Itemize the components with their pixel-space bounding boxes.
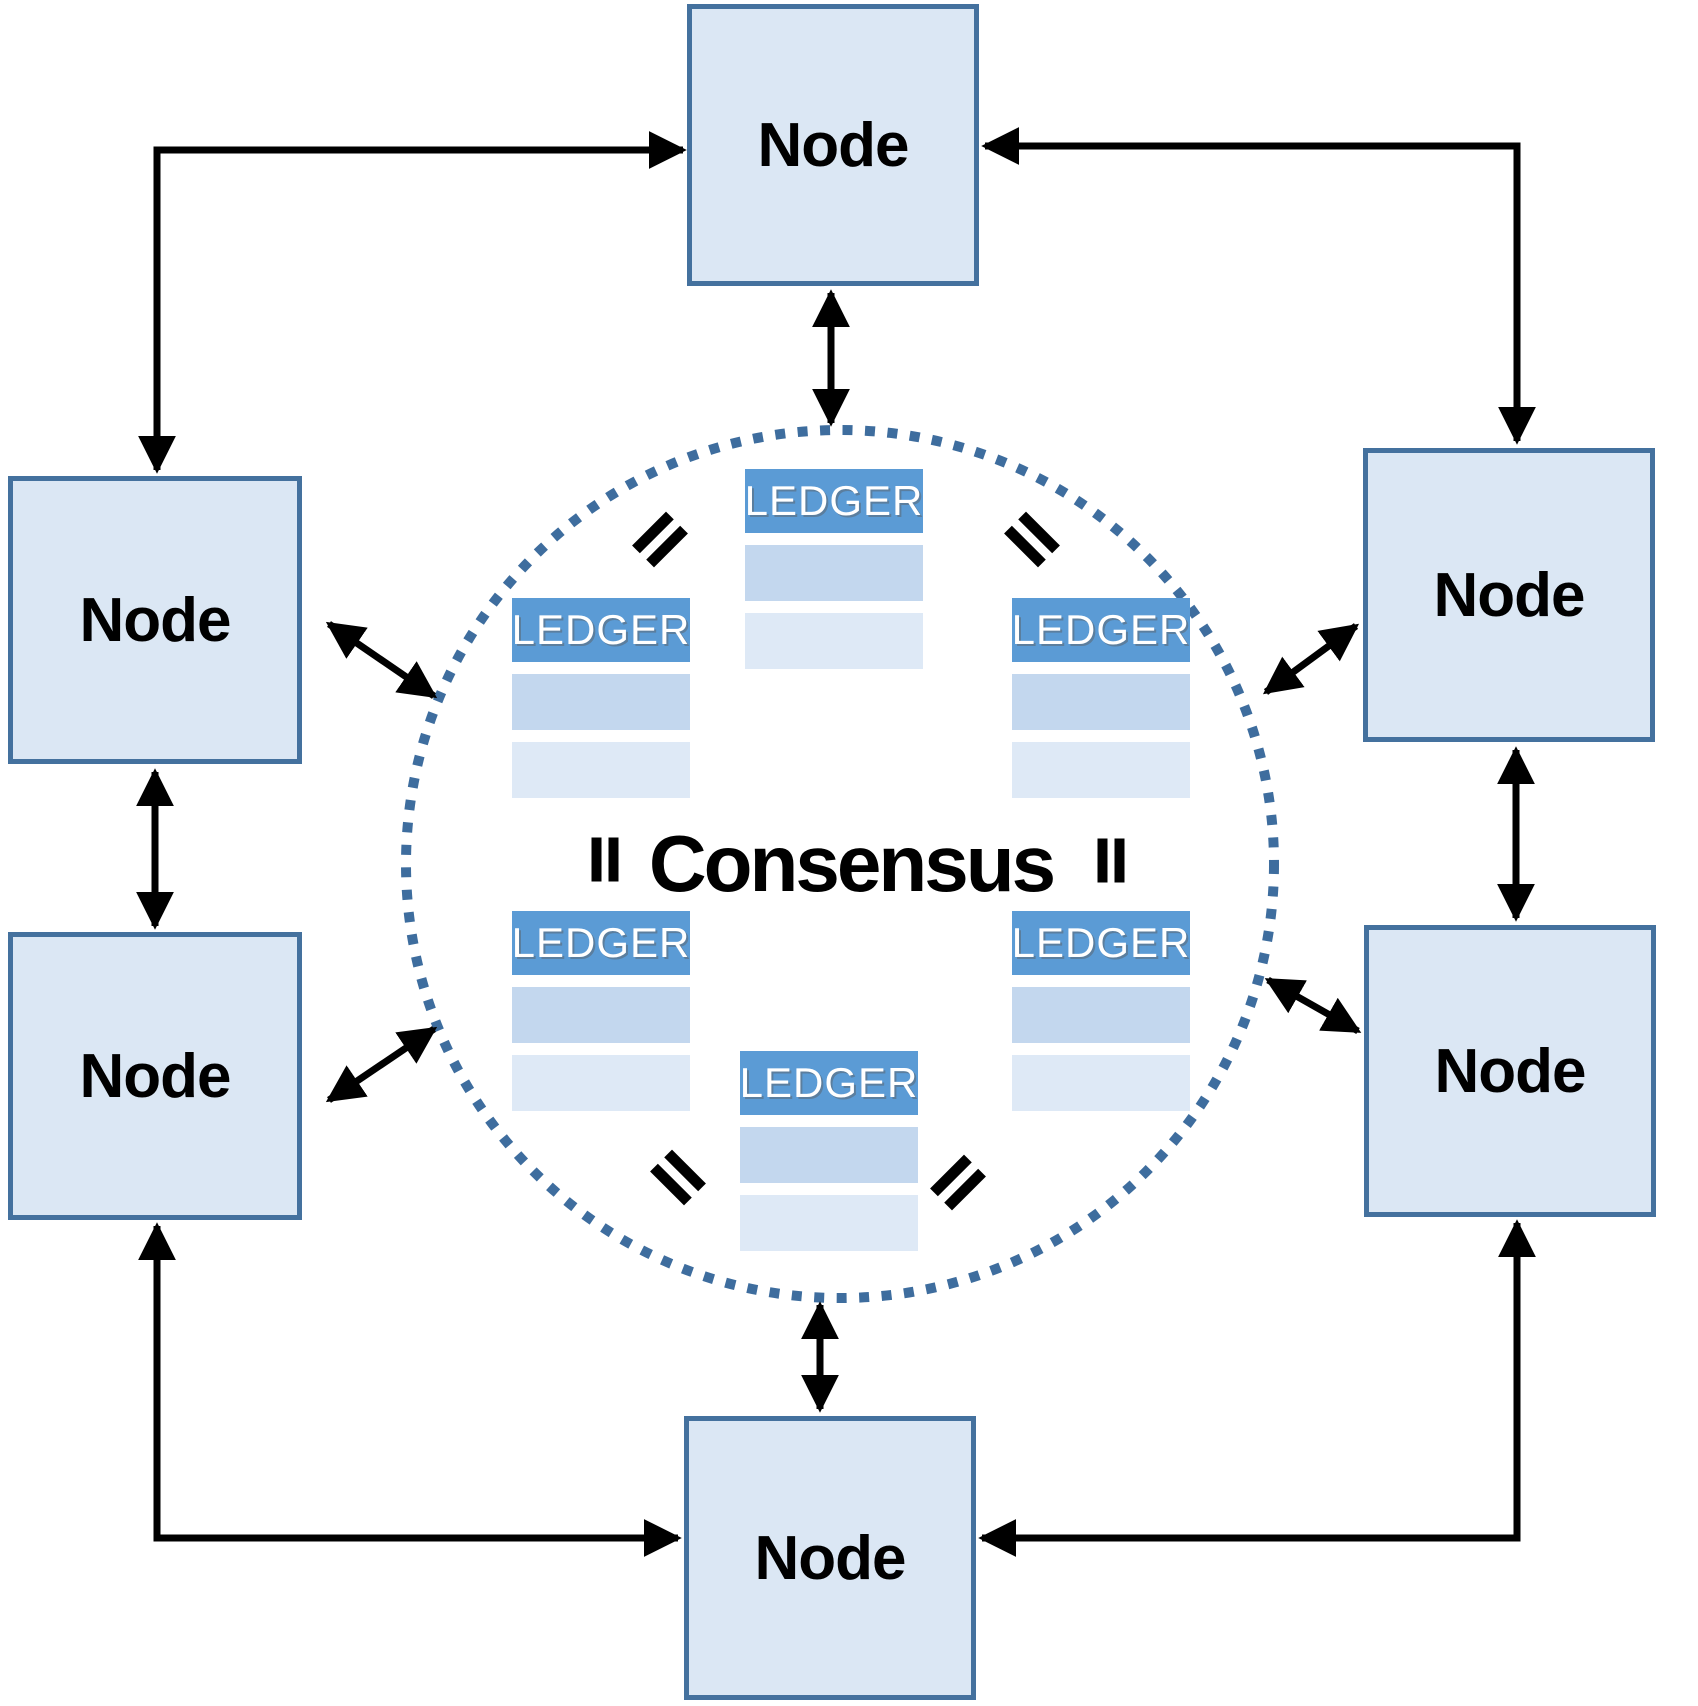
ledger-row (1012, 987, 1190, 1043)
consensus-dotted-circle (401, 425, 1279, 1303)
ledger-row (512, 674, 690, 730)
ledger-row (745, 545, 923, 601)
connector-elbow-top-left (138, 131, 687, 474)
ledger-header: LEDGER (512, 598, 690, 662)
connector-elbow-bottom-right (978, 1219, 1536, 1557)
node-top: Node (687, 4, 979, 286)
ledger-row (512, 742, 690, 798)
ledger-bottom: LEDGER (740, 1051, 918, 1251)
ledger-upper-left: LEDGER (512, 598, 690, 798)
node-left-upper: Node (8, 476, 302, 764)
ledger-header: LEDGER (1012, 598, 1190, 662)
ledger-lower-left: LEDGER (512, 911, 690, 1111)
connector-elbow-bottom-left (138, 1222, 682, 1557)
ledger-lower-right: LEDGER (1012, 911, 1190, 1111)
connector-right-lower-circle (1264, 976, 1362, 1035)
ledger-row (1012, 1055, 1190, 1111)
node-right-upper: Node (1363, 448, 1655, 742)
node-label: Node (1434, 1036, 1587, 1106)
connector-left-lower-circle (325, 1026, 438, 1103)
ledger-header: LEDGER (740, 1051, 918, 1115)
ledger-row (1012, 674, 1190, 730)
ledger-row (1012, 742, 1190, 798)
node-right-lower: Node (1364, 925, 1656, 1217)
node-label: Node (79, 1041, 232, 1111)
ledger-row (740, 1127, 918, 1183)
ledger-header: LEDGER (1012, 911, 1190, 975)
ledger-row (512, 1055, 690, 1111)
ledger-row (740, 1195, 918, 1251)
node-label: Node (754, 1523, 907, 1593)
consensus-label: Consensus (648, 819, 1056, 908)
connector-left-upper-circle (325, 621, 438, 699)
ledger-upper-right: LEDGER (1012, 598, 1190, 798)
node-bottom: Node (684, 1416, 976, 1700)
node-label: Node (757, 110, 910, 180)
connector-elbow-top-right (981, 127, 1536, 445)
connector-right-upper-circle (1262, 623, 1360, 695)
node-left-lower: Node (8, 932, 302, 1220)
ledger-header: LEDGER (512, 911, 690, 975)
ledger-row (745, 613, 923, 669)
ledger-row (512, 987, 690, 1043)
ledger-top: LEDGER (745, 469, 923, 669)
node-label: Node (1433, 560, 1586, 630)
ledger-header: LEDGER (745, 469, 923, 533)
node-label: Node (79, 585, 232, 655)
